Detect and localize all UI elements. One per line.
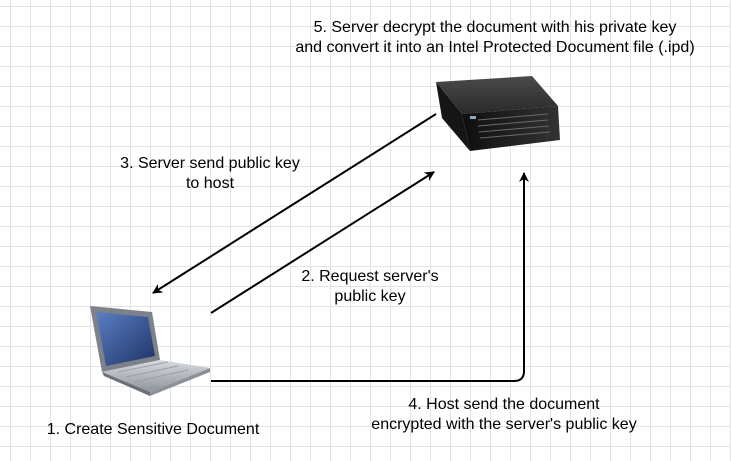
arrow-request-key bbox=[210, 171, 435, 314]
step2-label: 2. Request server's public key bbox=[280, 267, 460, 307]
step2-line1: 2. Request server's bbox=[301, 268, 439, 285]
step3-line1: 3. Server send public key bbox=[120, 155, 300, 172]
step4-line2: encrypted with the server's public key bbox=[371, 416, 637, 433]
step5-line2: and convert it into an Intel Protected D… bbox=[295, 39, 695, 56]
server-icon bbox=[436, 76, 560, 151]
step3-line2: to host bbox=[185, 175, 235, 192]
step4-line1: 4. Host send the document bbox=[408, 396, 600, 413]
arrow-send-key bbox=[152, 113, 437, 294]
step5-line1: 5. Server decrypt the document with his … bbox=[313, 19, 677, 36]
step1-line1: 1. Create Sensitive Document bbox=[46, 421, 260, 438]
step4-label: 4. Host send the document encrypted with… bbox=[346, 395, 662, 435]
step5-label: 5. Server decrypt the document with his … bbox=[270, 18, 720, 58]
step3-label: 3. Server send public key to host bbox=[102, 154, 318, 194]
step1-label: 1. Create Sensitive Document bbox=[30, 420, 276, 440]
arrow-send-document bbox=[211, 172, 529, 382]
laptop-icon bbox=[90, 306, 210, 396]
step2-line2: public key bbox=[334, 288, 406, 305]
